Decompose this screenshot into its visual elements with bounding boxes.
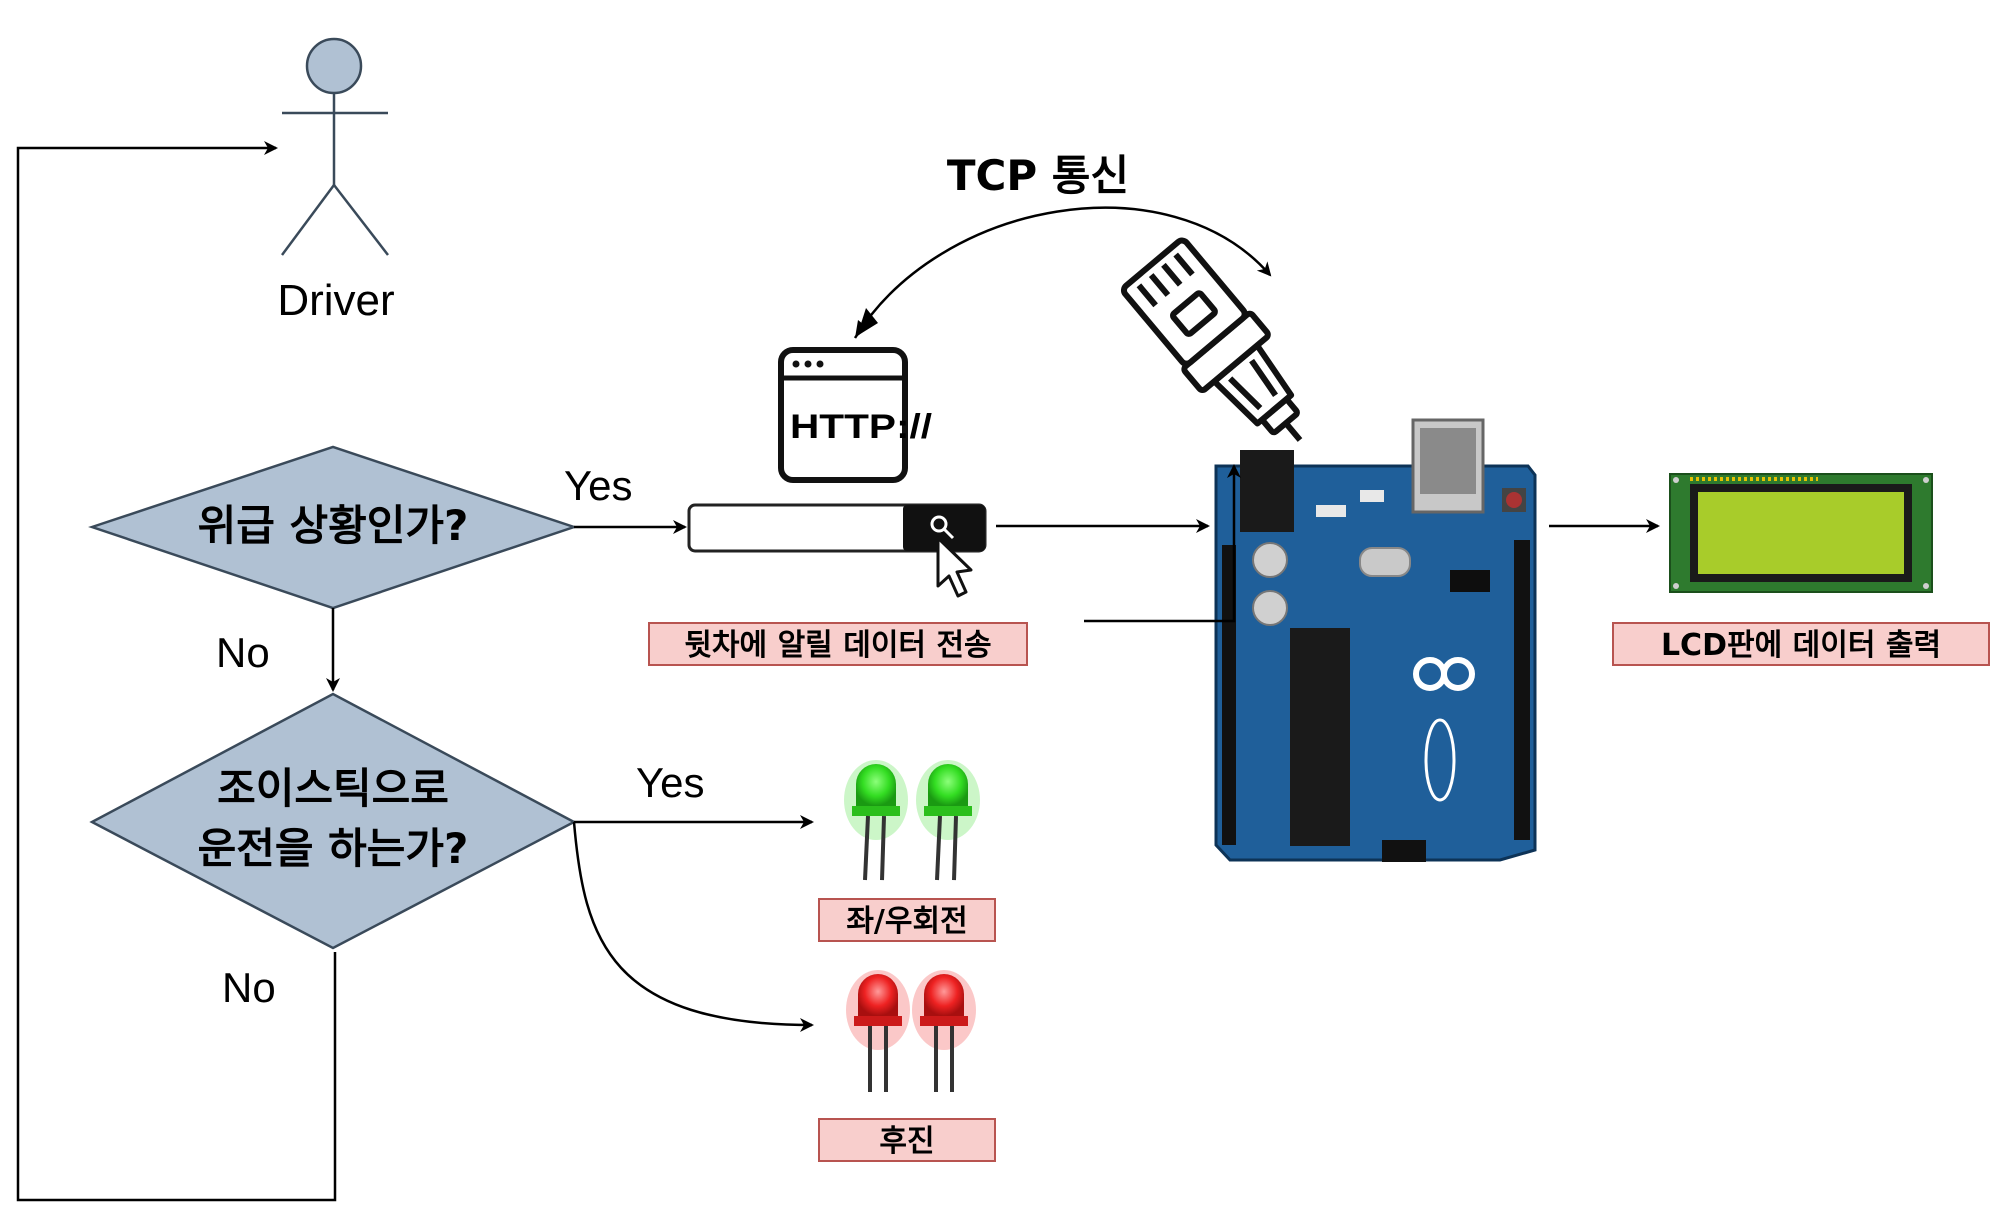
- label-turn: 좌/우회전: [818, 898, 996, 942]
- label-lcd-output: LCD판에 데이터 출력: [1612, 622, 1990, 666]
- d1-yes-label: Yes: [564, 462, 633, 509]
- stick-figure-icon: [280, 37, 389, 256]
- tcp-arc: [853, 206, 1272, 339]
- search-icon: [930, 515, 948, 533]
- decision-joystick-line2: 운전을 하는가?: [198, 824, 469, 873]
- ethernet-plug-icon: [1120, 237, 1303, 442]
- tcp-label: TCP 통신: [947, 151, 1129, 200]
- search-bar-icon: [687, 503, 987, 553]
- d1-no-label: No: [216, 629, 270, 676]
- label-send-data: 뒷차에 알릴 데이터 전송: [648, 622, 1028, 666]
- loop-connector: [16, 141, 337, 1202]
- led-green-left: [844, 760, 908, 881]
- decision-emergency-label: 위급 상황인가?: [198, 501, 469, 550]
- arduino-board: [1214, 418, 1537, 862]
- decision-joystick: [89, 692, 577, 950]
- http-browser-icon: HTTP://: [778, 347, 933, 483]
- svg-text:HTTP://: HTTP://: [790, 408, 933, 446]
- d2-yes-label: Yes: [636, 759, 705, 806]
- lcd-module: [1669, 473, 1933, 593]
- connector-d2-reverse: [572, 821, 814, 1032]
- connector-data-to-board: [1084, 464, 1241, 623]
- actor-label: Driver: [277, 276, 394, 325]
- led-red-left: [846, 970, 910, 1092]
- decision-joystick-line1: 조이스틱으로: [217, 764, 449, 813]
- cursor-icon: [936, 536, 973, 598]
- led-red-right: [912, 970, 976, 1092]
- led-green-right: [916, 760, 980, 881]
- d2-no-label: No: [222, 964, 276, 1011]
- label-reverse: 후진: [818, 1118, 996, 1162]
